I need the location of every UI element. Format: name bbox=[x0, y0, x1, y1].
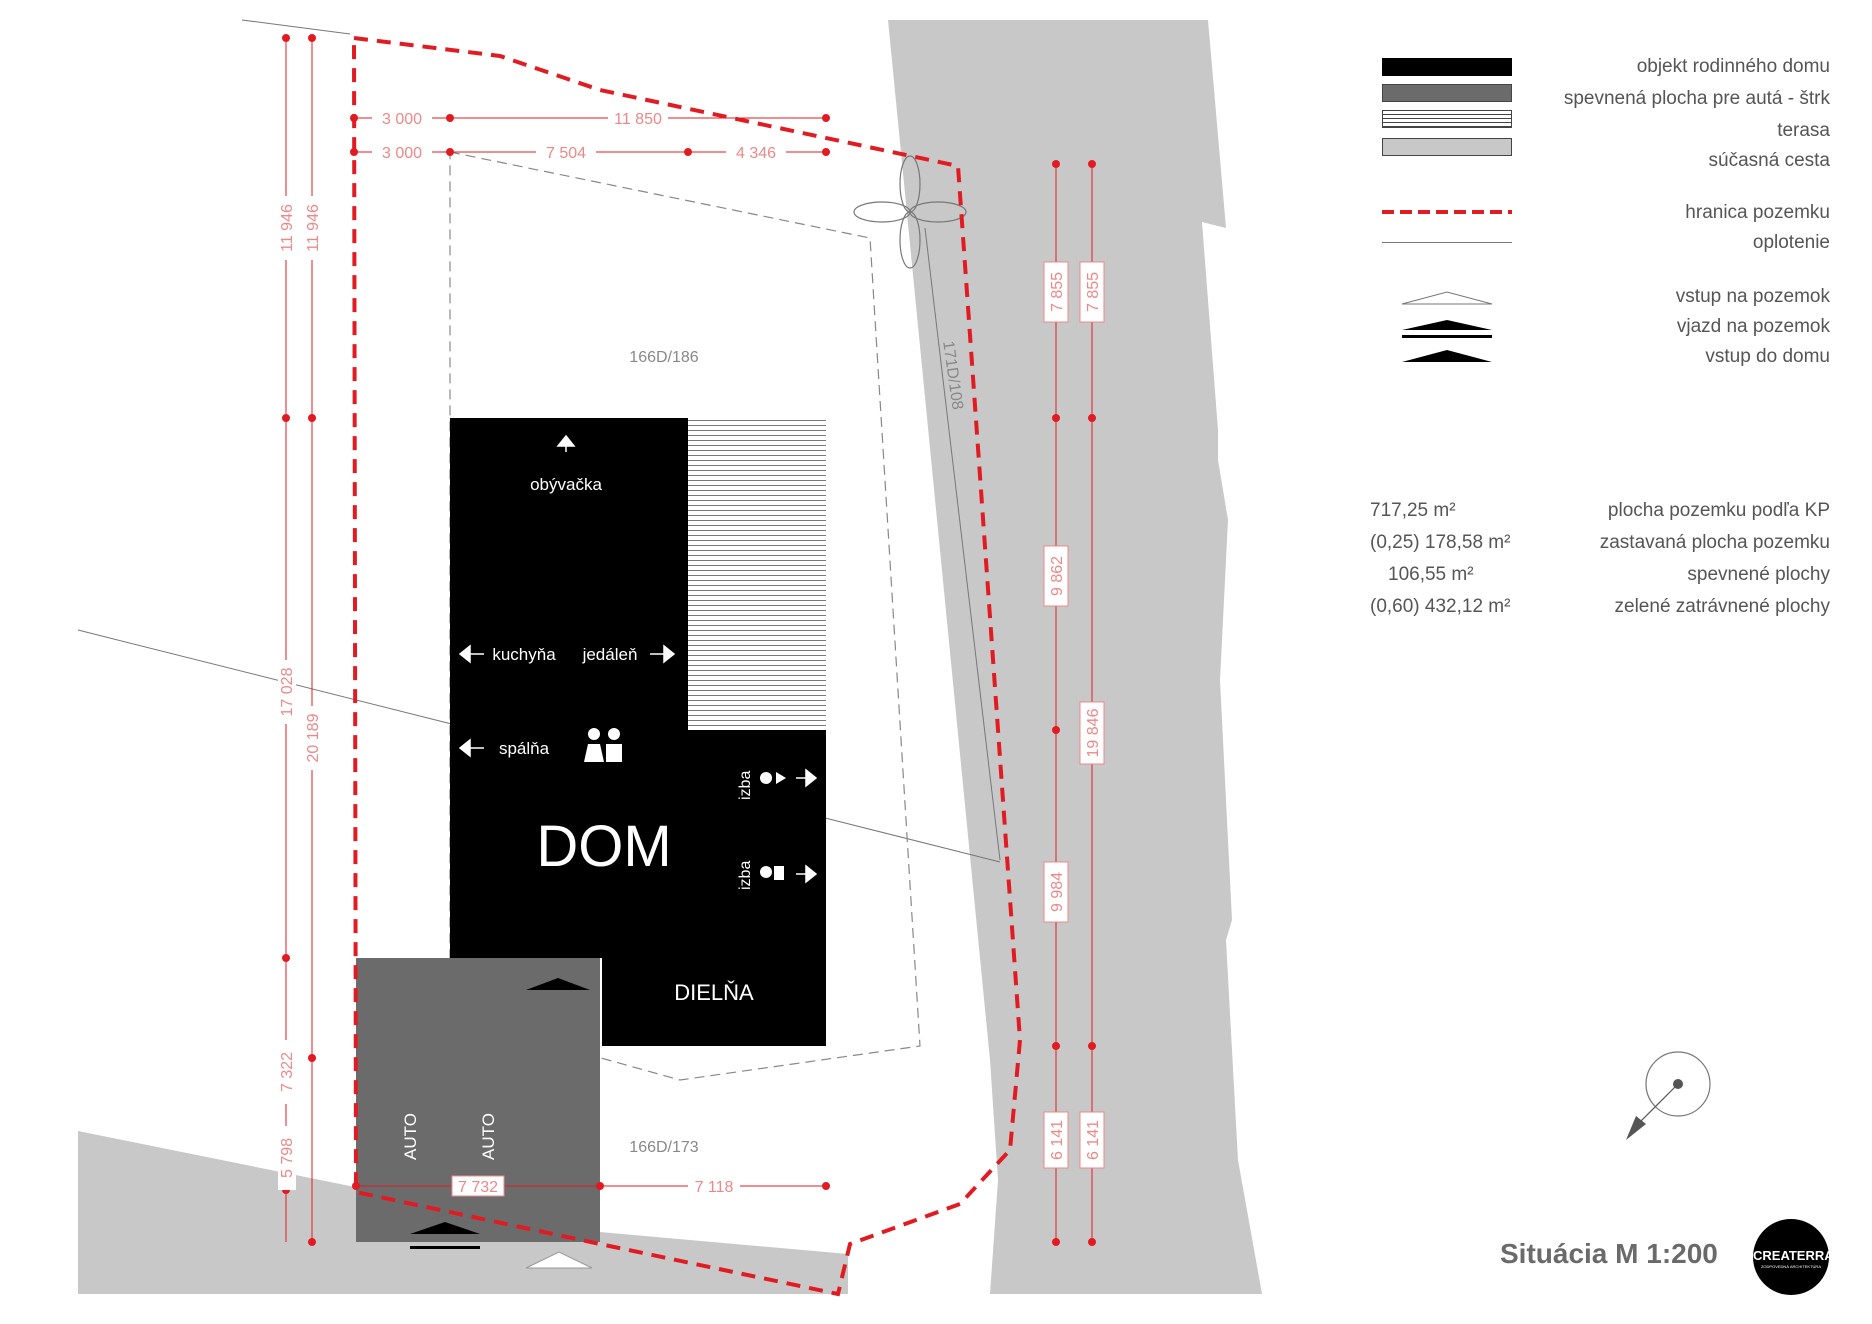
dim-right-inner-1: 7 855 bbox=[1049, 272, 1066, 312]
dim-right-inner-4: 6 141 bbox=[1049, 1120, 1066, 1160]
label-dining: jedáleň bbox=[582, 645, 638, 664]
dim-right-outer-3: 6 141 bbox=[1085, 1120, 1102, 1160]
house-entry-icon bbox=[526, 978, 590, 990]
stat-label-green: zelené zatrávnené plochy bbox=[1614, 596, 1830, 617]
logo: CREATERRA ZODPOVEDNÁ ARCHITEKTÚRA bbox=[1753, 1219, 1834, 1295]
dim-top2-c: 4 346 bbox=[736, 145, 776, 162]
legend-swatch-road bbox=[1382, 138, 1512, 156]
legend-swatch-fence bbox=[1382, 242, 1512, 243]
area-stats: 717,25 m² plocha pozemku podľa KP (0,25)… bbox=[1370, 490, 1830, 630]
drive-entry-icon bbox=[410, 1222, 480, 1249]
stat-value-green: (0,60) 432,12 m² bbox=[1370, 596, 1511, 617]
stat-value-built: (0,25) 178,58 m² bbox=[1370, 532, 1511, 553]
dim-right-outer-2: 19 846 bbox=[1085, 708, 1102, 757]
road-east bbox=[888, 20, 1262, 1294]
dim-left-outer-4: 5 798 bbox=[279, 1138, 296, 1178]
child-icon-1 bbox=[760, 772, 786, 784]
plot-boundary bbox=[352, 36, 1023, 1297]
dim-bottom-2: 7 118 bbox=[695, 1179, 734, 1196]
label-workshop: DIELŇA bbox=[674, 980, 754, 1005]
dim-top1-b: 11 850 bbox=[614, 111, 662, 128]
dim-right-inner-2: 9 862 bbox=[1049, 556, 1066, 596]
dim-top2-a: 3 000 bbox=[382, 145, 422, 162]
dim-bottom-1: 7 732 bbox=[458, 1179, 498, 1196]
stat-value-plot: 717,25 m² bbox=[1370, 500, 1456, 521]
drawing-title: Situácia M 1:200 bbox=[1500, 1238, 1718, 1269]
room-arrows bbox=[458, 434, 818, 884]
dim-top1-a: 3 000 bbox=[382, 111, 422, 128]
legend-swatch-house-entry bbox=[1402, 350, 1492, 362]
label-kitchen: kuchyňa bbox=[492, 645, 556, 664]
stat-label-plot: plocha pozemku podľa KP bbox=[1607, 500, 1830, 521]
legend-fence: oplotenie bbox=[1752, 232, 1830, 253]
legend-swatch-boundary bbox=[1382, 210, 1512, 214]
house bbox=[450, 418, 826, 1046]
child-icon-2 bbox=[760, 866, 784, 880]
label-house: DOM bbox=[536, 814, 671, 879]
legend-drive-entry: vjazd na pozemok bbox=[1676, 316, 1830, 337]
dim-left-outer-3: 7 322 bbox=[279, 1052, 296, 1092]
plot-entry-icon bbox=[525, 1251, 593, 1269]
parcel-line-top bbox=[241, 19, 351, 35]
stat-value-paved: 106,55 m² bbox=[1388, 564, 1474, 585]
tree-icon bbox=[853, 155, 967, 269]
label-car-1: AUTO bbox=[401, 1113, 420, 1160]
parcel-label-bottom: 166D/173 bbox=[629, 1139, 698, 1156]
parcel-label-top: 166D/186 bbox=[629, 349, 698, 366]
north-arrow-icon bbox=[1626, 1051, 1711, 1140]
dim-left-inner-1: 11 946 bbox=[305, 204, 322, 252]
stat-label-paved: spevnené plochy bbox=[1687, 564, 1830, 585]
legend-swatch-parking bbox=[1382, 84, 1512, 102]
legend-road: súčasná cesta bbox=[1708, 150, 1830, 171]
label-car-2: AUTO bbox=[479, 1113, 498, 1160]
dim-left-outer-2: 17 028 bbox=[279, 667, 296, 716]
logo-name: CREATERRA bbox=[1753, 1248, 1834, 1263]
legend-swatch-plot-entry bbox=[1401, 291, 1493, 305]
legend: objekt rodinného domu spevnená plocha pr… bbox=[1370, 50, 1830, 390]
legend-parking: spevnená plocha pre autá - štrk bbox=[1563, 88, 1830, 109]
label-room-2: izba bbox=[737, 861, 754, 890]
legend-boundary: hranica pozemku bbox=[1685, 202, 1830, 223]
dim-right-outer-1: 7 855 bbox=[1085, 272, 1102, 312]
legend-house: objekt rodinného domu bbox=[1636, 56, 1830, 77]
people-icon bbox=[584, 728, 622, 762]
dim-left-inner-2: 20 189 bbox=[305, 713, 322, 762]
legend-house-entry: vstup do domu bbox=[1705, 346, 1830, 367]
label-room-1: izba bbox=[737, 771, 754, 800]
label-living-room: obývačka bbox=[530, 475, 602, 494]
legend-terrace: terasa bbox=[1777, 120, 1830, 141]
label-bedroom: spálňa bbox=[499, 739, 550, 758]
legend-plot-entry: vstup na pozemok bbox=[1675, 286, 1830, 307]
legend-swatch-house bbox=[1382, 58, 1512, 76]
dim-top2-b: 7 504 bbox=[546, 145, 586, 162]
dim-right-inner-3: 9 984 bbox=[1049, 872, 1066, 912]
parcel-line-side bbox=[924, 227, 1001, 861]
stat-label-built: zastavaná plocha pozemku bbox=[1599, 532, 1830, 553]
legend-swatch-terrace bbox=[1382, 110, 1512, 128]
logo-tagline: ZODPOVEDNÁ ARCHITEKTÚRA bbox=[1760, 1264, 1821, 1269]
terrace bbox=[688, 418, 826, 730]
dim-left-outer-1: 11 946 bbox=[279, 204, 296, 252]
legend-swatch-drive-entry bbox=[1402, 320, 1492, 338]
